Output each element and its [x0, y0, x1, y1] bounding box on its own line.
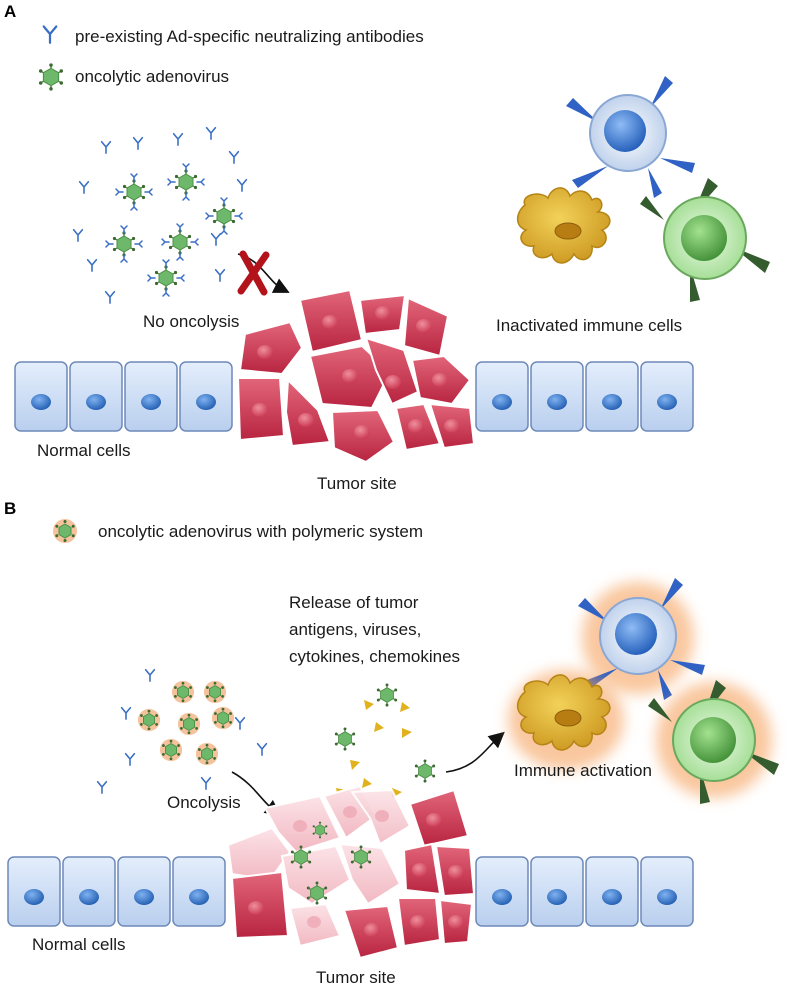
t-cell-green-a	[640, 178, 770, 302]
t-cell-green-b	[648, 680, 779, 804]
legend-antibody-text: pre-existing Ad-specific neutralizing an…	[75, 27, 424, 46]
dendritic-cell-b	[508, 670, 624, 770]
released-particles	[334, 682, 436, 798]
normal-cells-right-a	[475, 361, 694, 432]
tumor-mass-b	[226, 784, 476, 960]
adenovirus-icon	[38, 62, 64, 92]
red-x-icon	[237, 250, 270, 296]
no-oncolysis-text: No oncolysis	[143, 312, 239, 331]
t-cell-blue-b	[578, 578, 705, 700]
panel-b: B oncolytic adenovirus with polymeric sy…	[4, 499, 779, 986]
legend-antibody: pre-existing Ad-specific neutralizing an…	[42, 25, 424, 46]
normal-cells-text-a: Normal cells	[37, 441, 131, 460]
panel-a: A pre-existing Ad-specific neutralizing …	[4, 2, 770, 493]
release-line-1: Release of tumor	[289, 593, 419, 612]
neutralized-viruses	[106, 164, 242, 296]
immune-activation-text: Immune activation	[514, 761, 652, 780]
antibody-icon	[42, 25, 58, 44]
polymer-viruses	[137, 680, 235, 766]
panel-b-label: B	[4, 499, 16, 518]
legend-polymer-virus: oncolytic adenovirus with polymeric syst…	[52, 518, 423, 544]
polymer-adenovirus-icon	[52, 518, 78, 544]
release-arrow	[445, 731, 505, 773]
normal-cells-left-b	[7, 856, 226, 927]
legend-virus: oncolytic adenovirus	[38, 62, 229, 92]
tumor-nuclei-b	[248, 806, 464, 937]
tumor-site-text-b: Tumor site	[316, 968, 396, 986]
panel-a-label: A	[4, 2, 16, 21]
t-cell-blue-a	[566, 76, 695, 198]
dendritic-cell-a	[516, 187, 611, 264]
tumor-site-text-a: Tumor site	[317, 474, 397, 493]
legend-virus-text: oncolytic adenovirus	[75, 67, 229, 86]
normal-cells-left-a	[14, 361, 233, 432]
inactivated-immune-text: Inactivated immune cells	[496, 316, 682, 335]
release-line-2: antigens, viruses,	[289, 620, 421, 639]
legend-polymer-virus-text: oncolytic adenovirus with polymeric syst…	[98, 522, 423, 541]
normal-cells-text-b: Normal cells	[32, 935, 126, 954]
release-line-3: cytokines, chemokines	[289, 647, 460, 666]
tumor-nuclei-a	[252, 306, 460, 439]
blocked-arrow	[237, 250, 290, 296]
oncolysis-text: Oncolysis	[167, 793, 241, 812]
tumor-mass-a	[236, 288, 476, 464]
normal-cells-right-b	[475, 856, 694, 927]
